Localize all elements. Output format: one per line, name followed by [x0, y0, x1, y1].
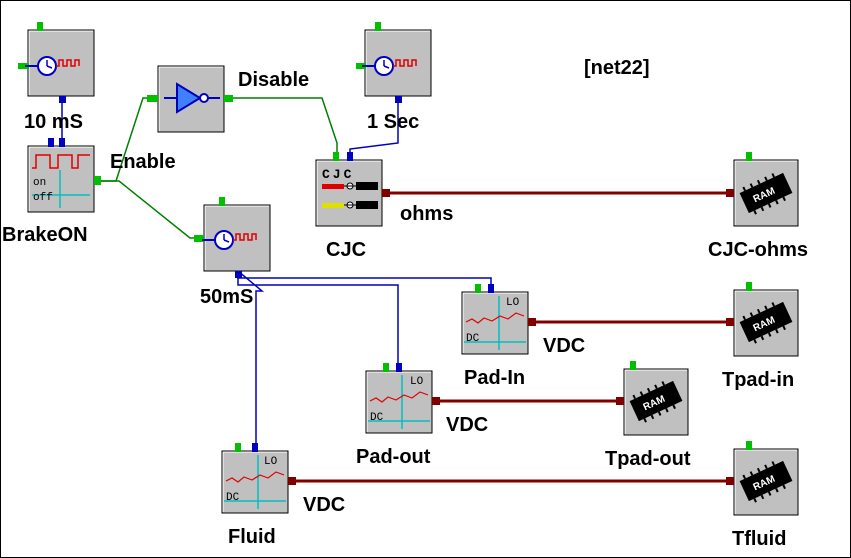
ram-icon: RAM [626, 376, 686, 426]
input-port[interactable] [746, 152, 752, 161]
block-label: 1 Sec [367, 111, 419, 133]
wire-label-vdc: VDC [543, 335, 585, 357]
dc-input-icon: DC LO [464, 296, 526, 350]
input-port[interactable] [252, 443, 258, 452]
cjc-block[interactable]: CJC CJC [315, 152, 390, 261]
timer-1sec-block[interactable]: 1 Sec [356, 22, 432, 133]
pad-out-block[interactable]: DC LO Pad-out [356, 363, 440, 468]
input-port[interactable] [18, 63, 29, 69]
ram-icon: RAM [736, 297, 796, 347]
input-port[interactable] [396, 363, 402, 372]
output-port[interactable] [235, 271, 242, 278]
wire-50ms-to-fluid[interactable] [237, 270, 265, 448]
block-label: Tfluid [732, 528, 786, 550]
wire-disable-to-cjc[interactable] [233, 97, 338, 156]
fluid-block[interactable]: DC LO Fluid [221, 443, 296, 548]
pulse-switch-icon: on off [32, 154, 90, 208]
input-port[interactable] [333, 152, 339, 161]
block-label: CJC [326, 239, 366, 261]
tpad-in-ram-block[interactable]: RAM Tpad-in [722, 282, 799, 391]
block-label: Fluid [228, 526, 276, 548]
cjc-icon: CJC [322, 167, 378, 209]
svg-text:off: off [33, 192, 53, 204]
block-label: CJC-ohms [708, 239, 808, 261]
block-label: 10 mS [24, 111, 83, 133]
output-port[interactable] [59, 96, 66, 103]
block-label: Tpad-in [722, 369, 794, 391]
svg-text:CJC: CJC [322, 167, 354, 182]
input-port[interactable] [630, 361, 636, 370]
svg-text:DC: DC [226, 492, 240, 504]
input-port[interactable] [726, 189, 734, 197]
input-port[interactable] [356, 63, 366, 69]
block-label: 50mS [200, 286, 253, 308]
input-port[interactable] [147, 95, 158, 102]
brake-on-block[interactable]: on off BrakeON [2, 138, 101, 246]
output-port[interactable] [528, 318, 536, 326]
net-title: [net22] [584, 57, 650, 79]
block-label: Pad-out [356, 446, 431, 468]
dc-input-icon: DC LO [224, 455, 286, 509]
input-port[interactable] [235, 443, 241, 452]
input-port[interactable] [194, 235, 204, 242]
block-label: BrakeON [2, 224, 88, 246]
input-port[interactable] [475, 284, 481, 293]
output-port[interactable] [224, 95, 233, 102]
input-port[interactable] [616, 397, 624, 405]
ram-icon: RAM [736, 168, 796, 218]
svg-text:LO: LO [410, 376, 424, 388]
svg-text:LO: LO [264, 456, 278, 468]
tpad-out-ram-block[interactable]: RAM Tpad-out [605, 361, 691, 470]
timer-50ms-block[interactable]: 50mS [194, 197, 271, 308]
input-port[interactable] [375, 22, 381, 31]
timer-10ms-block[interactable]: 10 mS [18, 22, 95, 133]
output-port[interactable] [432, 397, 440, 405]
input-port[interactable] [347, 152, 353, 161]
input-port[interactable] [37, 22, 43, 31]
input-port[interactable] [219, 197, 225, 206]
input-port[interactable] [48, 138, 54, 147]
input-port[interactable] [746, 282, 752, 291]
input-port[interactable] [488, 284, 494, 293]
wire-label-ohms: ohms [400, 203, 453, 225]
input-port[interactable] [726, 477, 734, 485]
output-port[interactable] [94, 176, 101, 185]
svg-text:on: on [33, 177, 46, 189]
wire-label-vdc: VDC [446, 414, 488, 436]
ram-icon: RAM [736, 456, 796, 506]
block-label: Pad-In [464, 367, 525, 389]
svg-text:LO: LO [506, 297, 520, 309]
dc-input-icon: DC LO [368, 375, 430, 429]
wire-label-disable: Disable [238, 69, 309, 91]
svg-text:DC: DC [370, 412, 384, 424]
pad-in-block[interactable]: DC LO Pad-In [461, 284, 536, 389]
block-label: Tpad-out [605, 448, 691, 470]
output-port[interactable] [288, 477, 296, 485]
wire-label-vdc: VDC [303, 494, 345, 516]
cjc-ohms-ram-block[interactable]: RAM CJC-ohms [708, 152, 808, 261]
output-port[interactable] [382, 189, 390, 197]
input-port[interactable] [383, 363, 389, 372]
inverter-block[interactable] [147, 65, 233, 133]
input-port[interactable] [59, 138, 65, 147]
output-port[interactable] [395, 96, 402, 103]
input-port[interactable] [746, 441, 752, 450]
svg-text:DC: DC [466, 333, 480, 345]
input-port[interactable] [726, 318, 734, 326]
inverter-icon [164, 82, 220, 114]
wire-label-enable: Enable [110, 151, 176, 173]
tfluid-ram-block[interactable]: RAM Tfluid [726, 441, 799, 550]
